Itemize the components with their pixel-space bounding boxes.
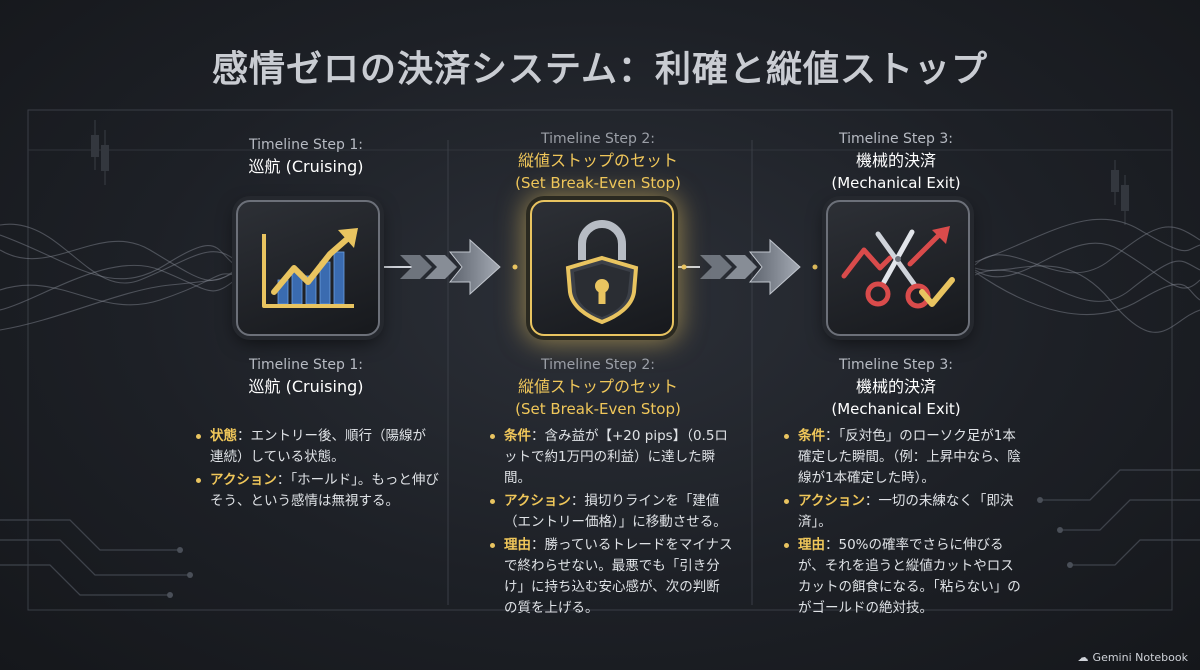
step-1-name-repeat: 巡航 (Cruising) xyxy=(248,377,364,396)
step-1-header-top: Timeline Step 1: 巡航 (Cruising) xyxy=(156,134,456,178)
step-2-bullet-3: 理由：勝っているトレードをマイナスで終わらせない。最悪でも「引き分け」に持ち込む… xyxy=(488,535,733,619)
step-1-card xyxy=(236,200,380,336)
step-2-header-bottom: Timeline Step 2: 縦値ストップのセット (Set Break-E… xyxy=(448,354,748,420)
step-3-bullet-3: 理由：50%の確率でさらに伸びるが、それを追うと縦値カットやロスカットの餌食にな… xyxy=(782,535,1027,619)
step-3-description: 条件：「反対色」のローソク足が1本確定した瞬間。（例：上昇中なら、陰線が1本確定… xyxy=(782,426,1027,621)
step-2-name-repeat: 縦値ストップのセット xyxy=(517,377,678,396)
scissors-check-icon xyxy=(841,226,955,309)
step-2-description: 条件：含み益が【+20 pips】（0.5ロットで約1万円の利益）に達した瞬間。… xyxy=(488,426,733,621)
flow-arrow-2 xyxy=(700,238,801,296)
step-1-label: Timeline Step 1: xyxy=(249,137,363,153)
step-3-english: (Mechanical Exit) xyxy=(831,174,961,192)
step-1-name: 巡航 (Cruising) xyxy=(248,157,364,176)
step-3-bullet-1: 条件：「反対色」のローソク足が1本確定した瞬間。（例：上昇中なら、陰線が1本確定… xyxy=(782,426,1027,489)
step-2-english: (Set Break-Even Stop) xyxy=(515,174,681,192)
brand-watermark: ☁ Gemini Notebook xyxy=(1078,651,1188,664)
step-3-bullet-2: アクション：一切の未練なく「即決済」。 xyxy=(782,491,1027,533)
step-2-label: Timeline Step 2: xyxy=(541,131,655,147)
step-3-label: Timeline Step 3: xyxy=(839,131,953,147)
notebook-logo-icon: ☁ xyxy=(1077,651,1089,664)
step-2-bullet-1: 条件：含み益が【+20 pips】（0.5ロットで約1万円の利益）に達した瞬間。 xyxy=(488,426,733,489)
step-2-header-top: Timeline Step 2: 縦値ストップのセット (Set Break-E… xyxy=(448,128,748,194)
step-3-header-bottom: Timeline Step 3: 機械的決済 (Mechanical Exit) xyxy=(746,354,1046,420)
step-2-name: 縦値ストップのセット xyxy=(517,151,678,170)
step-2-bullet-2: アクション：損切りラインを「建値（エントリー価格）」に移動させる。 xyxy=(488,491,733,533)
step-1-bullet-1: 状態：エントリー後、順行（陽線が連続）している状態。 xyxy=(194,426,439,468)
step-1-bullet-2: アクション：「ホールド」。もっと伸びそう、という感情は無視する。 xyxy=(194,470,439,512)
step-2-english-repeat: (Set Break-Even Stop) xyxy=(515,400,681,418)
step-3-header-top: Timeline Step 3: 機械的決済 (Mechanical Exit) xyxy=(746,128,1046,194)
brand-label: Gemini Notebook xyxy=(1092,651,1188,664)
step-3-name: 機械的決済 xyxy=(855,151,936,170)
page-title: 感情ゼロの決済システム：利確と縦値ストップ xyxy=(212,49,988,90)
step-1-header-bottom: Timeline Step 1: 巡航 (Cruising) xyxy=(156,354,456,398)
step-2-label-repeat: Timeline Step 2: xyxy=(541,357,655,373)
step-1-description: 状態：エントリー後、順行（陽線が連続）している状態。 アクション：「ホールド」。… xyxy=(194,426,439,514)
step-3-label-repeat: Timeline Step 3: xyxy=(839,357,953,373)
step-2-card xyxy=(530,200,674,336)
step-3-name-repeat: 機械的決済 xyxy=(855,377,936,396)
step-3-english-repeat: (Mechanical Exit) xyxy=(831,400,961,418)
padlock-shield-icon xyxy=(565,220,639,325)
rising-chart-icon xyxy=(262,228,358,308)
step-3-card xyxy=(826,200,970,336)
flow-arrow-1 xyxy=(400,238,501,296)
step-1-label-repeat: Timeline Step 1: xyxy=(249,357,363,373)
